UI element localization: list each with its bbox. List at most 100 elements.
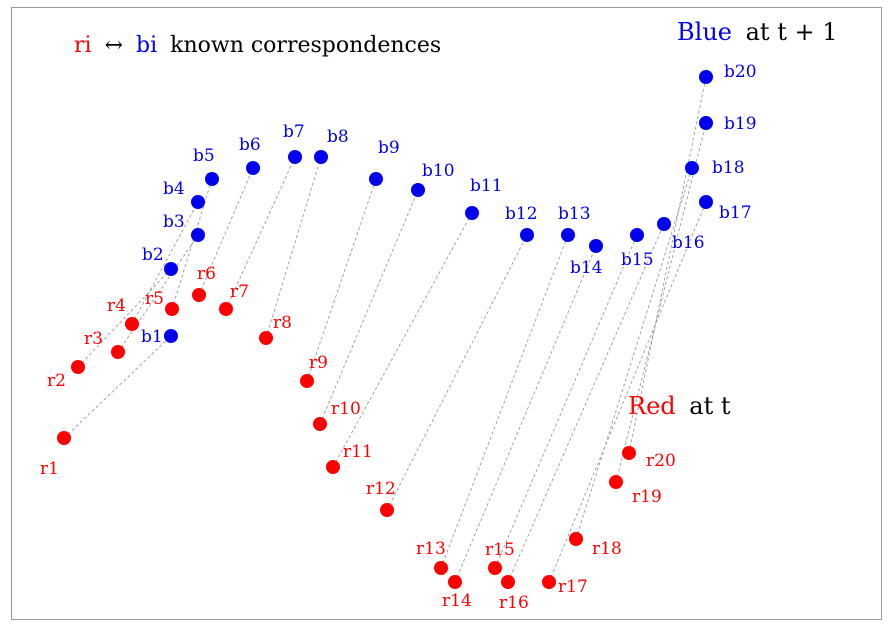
blue-label-b8: b8 <box>327 127 349 147</box>
correspondence-link-7 <box>225 156 296 310</box>
blue-point-b15 <box>630 228 644 242</box>
correspondence-link-4 <box>131 201 199 325</box>
blue-point-b7 <box>288 150 302 164</box>
red-label-r14: r14 <box>442 591 472 611</box>
correspondence-link-2 <box>77 268 172 368</box>
correspondence-link-10 <box>319 189 419 425</box>
blue-point-b11 <box>465 206 479 220</box>
blue-label-b19: b19 <box>724 114 757 134</box>
frame-border <box>11 7 882 620</box>
legend-rest: known correspondences <box>170 33 441 58</box>
correspondence-link-3 <box>117 234 199 353</box>
correspondence-link-17 <box>548 201 707 583</box>
red-label-r2: r2 <box>47 371 66 391</box>
red-label-r7: r7 <box>230 282 249 302</box>
blue-title-word: Blue <box>677 18 732 46</box>
red-label-r9: r9 <box>309 353 328 373</box>
blue-label-b2: b2 <box>142 245 164 265</box>
blue-points <box>164 70 713 343</box>
blue-label-b9: b9 <box>378 138 400 158</box>
red-label-r20: r20 <box>646 451 676 471</box>
blue-label-b5: b5 <box>193 146 215 166</box>
correspondence-link-9 <box>306 178 377 382</box>
blue-point-b8 <box>314 150 328 164</box>
blue-label-b1: b1 <box>141 327 163 347</box>
legend-ri: ri <box>74 33 92 58</box>
red-label-r16: r16 <box>499 593 529 613</box>
red-title-word: Red <box>628 392 676 420</box>
blue-point-b13 <box>561 228 575 242</box>
red-point-r2 <box>71 360 85 374</box>
correspondence-link-15 <box>494 234 638 569</box>
correspondence-link-5 <box>171 178 213 310</box>
red-point-r20 <box>622 446 636 460</box>
blue-label-b16: b16 <box>672 233 705 253</box>
blue-point-b9 <box>369 172 383 186</box>
blue-label-b17: b17 <box>719 203 752 223</box>
red-title: Red at t <box>628 392 731 420</box>
blue-point-b14 <box>589 239 603 253</box>
legend-arrow: ↔ <box>105 33 123 58</box>
blue-point-b12 <box>520 228 534 242</box>
blue-point-b17 <box>699 195 713 209</box>
blue-point-b6 <box>246 161 260 175</box>
blue-label-b12: b12 <box>505 204 538 224</box>
blue-title-rest: at t + 1 <box>746 18 838 46</box>
blue-title: Blue at t + 1 <box>677 18 838 46</box>
red-title-rest: at t <box>689 392 731 420</box>
red-label-r3: r3 <box>84 329 103 349</box>
correspondence-link-20 <box>628 76 707 454</box>
blue-label-b20: b20 <box>724 62 757 82</box>
red-point-r14 <box>448 575 462 589</box>
blue-point-b3 <box>191 228 205 242</box>
blue-point-b20 <box>699 70 713 84</box>
red-label-r8: r8 <box>273 313 292 333</box>
blue-point-b2 <box>164 262 178 276</box>
red-point-r13 <box>434 561 448 575</box>
red-label-r15: r15 <box>485 540 515 560</box>
correspondence-links <box>63 76 707 583</box>
blue-label-b11: b11 <box>470 176 503 196</box>
red-point-r11 <box>326 460 340 474</box>
blue-point-b5 <box>205 172 219 186</box>
blue-label-b13: b13 <box>558 204 591 224</box>
correspondence-link-13 <box>440 234 569 569</box>
red-label-r5: r5 <box>145 289 164 309</box>
red-label-r17: r17 <box>558 577 588 597</box>
correspondence-link-1 <box>63 335 172 439</box>
red-label-r10: r10 <box>331 399 361 419</box>
blue-label-b7: b7 <box>283 122 305 142</box>
red-point-r16 <box>501 575 515 589</box>
red-label-r19: r19 <box>632 487 662 507</box>
red-point-r8 <box>259 331 273 345</box>
red-point-r17 <box>542 575 556 589</box>
blue-point-b16 <box>657 217 671 231</box>
red-point-r6 <box>192 288 206 302</box>
legend: ri ↔ bi known correspondences <box>74 33 441 58</box>
blue-label-b18: b18 <box>712 158 745 178</box>
red-point-r18 <box>569 532 583 546</box>
red-point-r7 <box>219 302 233 316</box>
red-point-r3 <box>111 345 125 359</box>
red-label-r11: r11 <box>343 442 373 462</box>
legend-bi: bi <box>136 33 157 58</box>
blue-label-b4: b4 <box>163 179 185 199</box>
red-label-r18: r18 <box>592 539 622 559</box>
red-label-r6: r6 <box>197 264 216 284</box>
blue-label-b10: b10 <box>422 161 455 181</box>
red-point-r9 <box>300 374 314 388</box>
red-points <box>57 288 636 589</box>
blue-label-b3: b3 <box>163 212 185 232</box>
red-label-r12: r12 <box>366 479 396 499</box>
blue-label-b15: b15 <box>621 250 654 270</box>
correspondence-link-8 <box>265 156 322 339</box>
red-point-r15 <box>488 561 502 575</box>
red-point-r1 <box>57 431 71 445</box>
blue-point-b1 <box>164 329 178 343</box>
blue-label-b6: b6 <box>239 135 261 155</box>
blue-point-b19 <box>699 116 713 130</box>
